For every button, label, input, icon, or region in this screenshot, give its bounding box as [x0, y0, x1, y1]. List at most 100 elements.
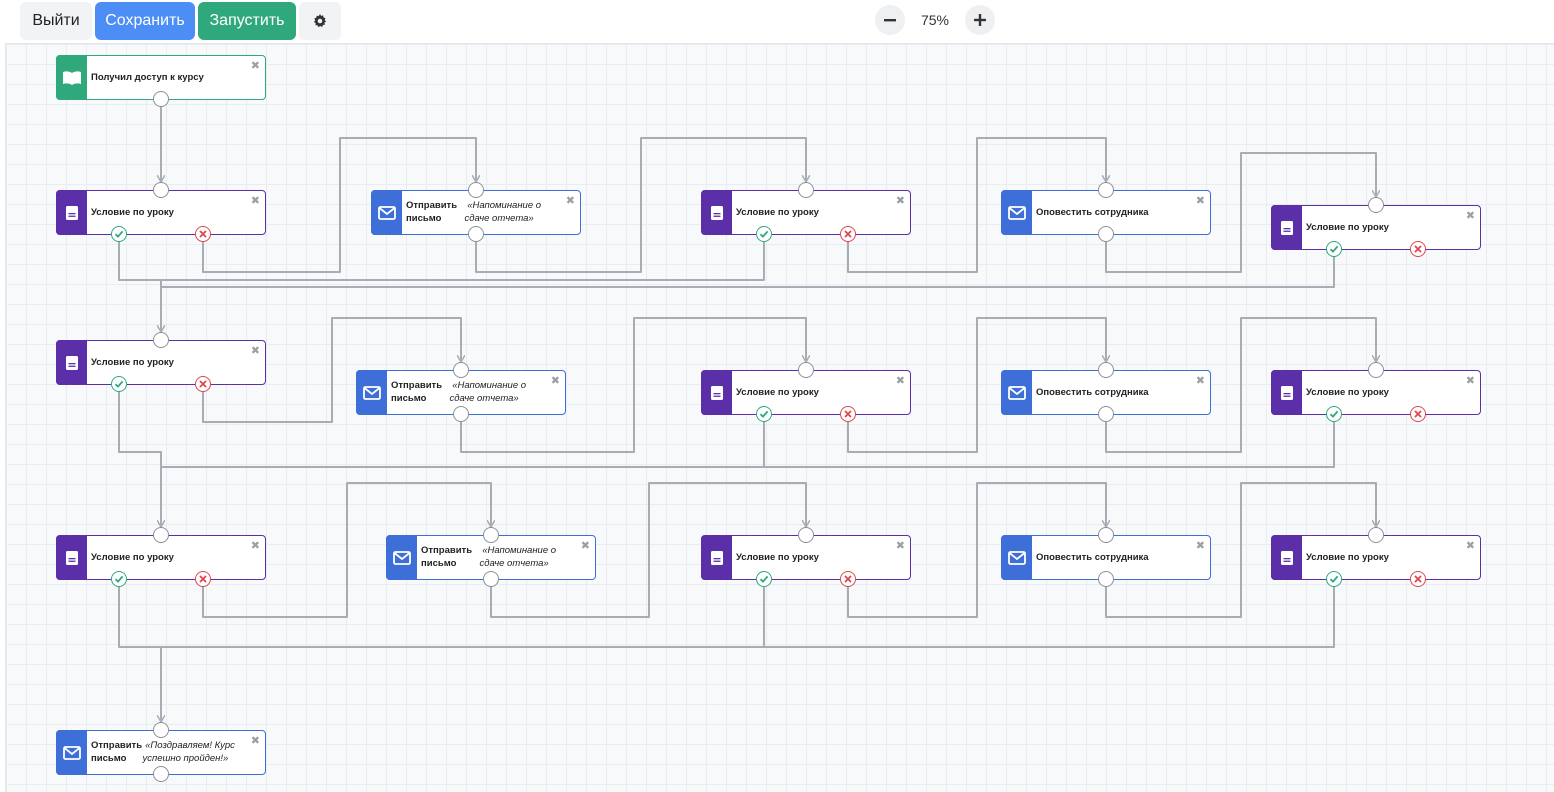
input-port[interactable] [1098, 527, 1114, 543]
output-port[interactable] [468, 226, 484, 242]
node-detail-text: «Напоминание о сдаче отчета» [465, 199, 562, 225]
input-port[interactable] [468, 182, 484, 198]
input-port[interactable] [1098, 182, 1114, 198]
close-icon[interactable]: ✖ [895, 195, 905, 207]
output-port[interactable] [453, 406, 469, 422]
close-icon[interactable]: ✖ [895, 540, 905, 552]
run-button[interactable]: Запустить [198, 2, 296, 40]
book-open-icon [62, 70, 82, 86]
yes-port[interactable] [111, 571, 127, 587]
output-port[interactable] [153, 91, 169, 107]
close-icon[interactable]: ✖ [565, 195, 575, 207]
no-port[interactable] [840, 571, 856, 587]
input-port[interactable] [153, 722, 169, 738]
output-port[interactable] [483, 571, 499, 587]
node-r2c1[interactable]: Условие по уроку✖ [56, 332, 266, 392]
exit-button[interactable]: Выйти [20, 2, 92, 40]
input-port[interactable] [153, 527, 169, 543]
yes-port[interactable] [111, 226, 127, 242]
node-r2c3[interactable]: Условие по уроку✖ [701, 362, 911, 422]
output-port[interactable] [1098, 571, 1114, 587]
node-icon-box [1271, 205, 1302, 250]
input-port[interactable] [798, 527, 814, 543]
close-icon[interactable]: ✖ [580, 540, 590, 552]
zoom-in-button[interactable] [965, 5, 995, 35]
yes-port[interactable] [1326, 241, 1342, 257]
node-detail: «Напоминание о сдаче отчета» [479, 545, 557, 569]
node-trigger[interactable]: Получил доступ к курсу✖ [56, 55, 266, 107]
close-icon[interactable]: ✖ [250, 540, 260, 552]
node-r1c2[interactable]: Отправить письмо «Напоминание о сдаче от… [371, 182, 581, 242]
check-icon [114, 575, 124, 583]
close-icon[interactable]: ✖ [1465, 375, 1475, 387]
close-icon[interactable]: ✖ [895, 375, 905, 387]
yes-port[interactable] [756, 406, 772, 422]
input-port[interactable] [453, 362, 469, 378]
input-port[interactable] [1368, 362, 1384, 378]
envelope-icon [392, 550, 411, 565]
node-r3c2[interactable]: Отправить письмо «Напоминание о сдаче от… [386, 527, 596, 587]
close-icon[interactable]: ✖ [250, 60, 260, 72]
close-icon[interactable]: ✖ [250, 345, 260, 357]
input-port[interactable] [798, 182, 814, 198]
node-r1c3[interactable]: Условие по уроку✖ [701, 182, 911, 242]
close-icon[interactable]: ✖ [250, 735, 260, 747]
output-port[interactable] [1098, 406, 1114, 422]
input-port[interactable] [1368, 527, 1384, 543]
node-icon-box [56, 535, 87, 580]
node-r1c1[interactable]: Условие по уроку ✖ [56, 182, 266, 242]
input-port[interactable] [153, 182, 169, 198]
close-icon[interactable]: ✖ [1465, 210, 1475, 222]
input-port[interactable] [483, 527, 499, 543]
input-port[interactable] [1368, 197, 1384, 213]
no-port[interactable] [1410, 406, 1426, 422]
node-title-text: Условие по уроку [91, 207, 174, 218]
node-title-text: Условие по уроку [1306, 387, 1389, 398]
no-port[interactable] [840, 226, 856, 242]
node-r2c2[interactable]: Отправить письмо «Напоминание о сдаче от… [356, 362, 566, 422]
yes-port[interactable] [1326, 571, 1342, 587]
document-icon [65, 355, 79, 371]
close-icon[interactable]: ✖ [1195, 375, 1205, 387]
settings-button[interactable] [299, 2, 341, 40]
no-port[interactable] [1410, 571, 1426, 587]
node-r3c1[interactable]: Условие по уроку✖ [56, 527, 266, 587]
close-icon[interactable]: ✖ [1465, 540, 1475, 552]
input-port[interactable] [798, 362, 814, 378]
node-r3c4[interactable]: Оповестить сотрудника✖ [1001, 527, 1211, 587]
minus-icon [884, 19, 896, 22]
yes-port[interactable] [756, 571, 772, 587]
no-port[interactable] [195, 226, 211, 242]
node-r3c3[interactable]: Условие по уроку✖ [701, 527, 911, 587]
save-button[interactable]: Сохранить [95, 2, 195, 40]
no-port[interactable] [840, 406, 856, 422]
close-icon[interactable]: ✖ [250, 195, 260, 207]
node-r2c4[interactable]: Оповестить сотрудника✖ [1001, 362, 1211, 422]
workflow-canvas[interactable] [5, 43, 1554, 792]
no-port[interactable] [195, 376, 211, 392]
close-icon[interactable]: ✖ [1195, 540, 1205, 552]
no-port[interactable] [195, 571, 211, 587]
close-icon[interactable]: ✖ [1195, 195, 1205, 207]
envelope-icon [377, 205, 396, 220]
envelope-icon [362, 385, 381, 400]
input-port[interactable] [1098, 362, 1114, 378]
node-r1c5[interactable]: Условие по уроку✖ [1271, 197, 1481, 257]
output-port[interactable] [1098, 226, 1114, 242]
no-port[interactable] [1410, 241, 1426, 257]
yes-port[interactable] [111, 376, 127, 392]
output-port[interactable] [153, 766, 169, 782]
node-title-text: Отправить письмо [91, 740, 143, 764]
node-r2c5[interactable]: Условие по уроку ✖ [1271, 362, 1481, 422]
zoom-out-button[interactable] [875, 5, 905, 35]
yes-port[interactable] [756, 226, 772, 242]
node-r3c5[interactable]: Условие по уроку✖ [1271, 527, 1481, 587]
yes-port[interactable] [1326, 406, 1342, 422]
check-icon [759, 230, 769, 238]
node-title-text: Отправить письмо [406, 200, 458, 224]
node-final[interactable]: Отправить письмо «Поздравляем! Курс успе… [56, 722, 266, 782]
close-icon[interactable]: ✖ [550, 375, 560, 387]
node-r1c4[interactable]: Оповестить сотрудника✖ [1001, 182, 1211, 242]
input-port[interactable] [153, 332, 169, 348]
document-icon [1280, 220, 1294, 236]
